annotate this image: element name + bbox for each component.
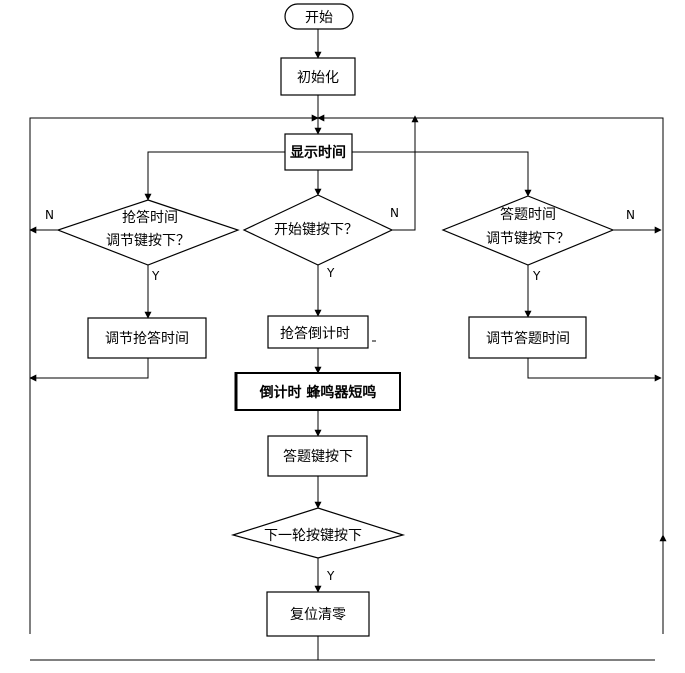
node-adjust-answer: 调节答题时间	[468, 316, 587, 359]
node-start-label: 开始	[305, 10, 333, 26]
node-answer-adjust-question-line1: 答题时间	[500, 206, 556, 223]
node-next-round-question: 下一轮按键按下	[230, 507, 406, 559]
node-adjust-rush-label: 调节抢答时间	[105, 330, 189, 347]
node-display-label: 显示时间	[290, 144, 346, 161]
label-left-no: N	[45, 208, 54, 222]
node-init: 初始化	[280, 57, 356, 96]
label-right-yes: Y	[532, 269, 541, 283]
node-init-label: 初始化	[297, 69, 339, 86]
node-reset: 复位清零	[266, 591, 370, 637]
node-adjust-answer-label: 调节答题时间	[486, 330, 570, 347]
node-next-round-question-label: 下一轮按键按下	[264, 528, 362, 544]
label-left-yes: Y	[151, 269, 160, 283]
label-center-no: N	[390, 206, 399, 220]
node-beep-label: 倒计时 蜂鸣器短鸣	[259, 384, 377, 401]
label-next-yes: Y	[326, 569, 335, 583]
node-adjust-rush: 调节抢答时间	[87, 317, 207, 359]
node-rush-adjust-question-line2: 调节键按下？	[106, 233, 190, 249]
branch-labels: N Y N Y N Y Y	[45, 206, 635, 583]
node-reset-label: 复位清零	[290, 606, 346, 623]
edge-adjust-answer-back	[527, 358, 662, 382]
node-start: 开始	[284, 3, 354, 30]
node-answer-adjust-question-line2: 调节键按下？	[486, 231, 570, 247]
node-display: 显示时间	[284, 133, 353, 171]
node-rush-countdown-label: 抢答倒计时	[280, 325, 350, 342]
connectors	[29, 29, 667, 661]
node-answer-key-label: 答题键按下	[283, 448, 353, 465]
edge-center-no	[392, 115, 419, 231]
label-right-no: N	[626, 208, 635, 222]
node-rush-adjust-question: 抢答时间 调节键按下？	[56, 199, 240, 266]
node-beep: 倒计时 蜂鸣器短鸣	[234, 372, 401, 411]
edge-display-left	[144, 151, 285, 201]
node-start-question: 开始键按下？	[242, 194, 394, 266]
node-rush-countdown: 抢答倒计时	[267, 315, 376, 349]
node-start-question-label: 开始键按下？	[274, 222, 358, 238]
node-answer-adjust-question: 答题时间 调节键按下？	[441, 195, 615, 266]
edge-adjust-rush-back	[29, 358, 149, 382]
label-center-yes: Y	[326, 266, 335, 280]
node-answer-key: 答题键按下	[267, 435, 368, 477]
node-rush-adjust-question-line1: 抢答时间	[122, 209, 178, 226]
edge-display-right	[352, 151, 532, 197]
